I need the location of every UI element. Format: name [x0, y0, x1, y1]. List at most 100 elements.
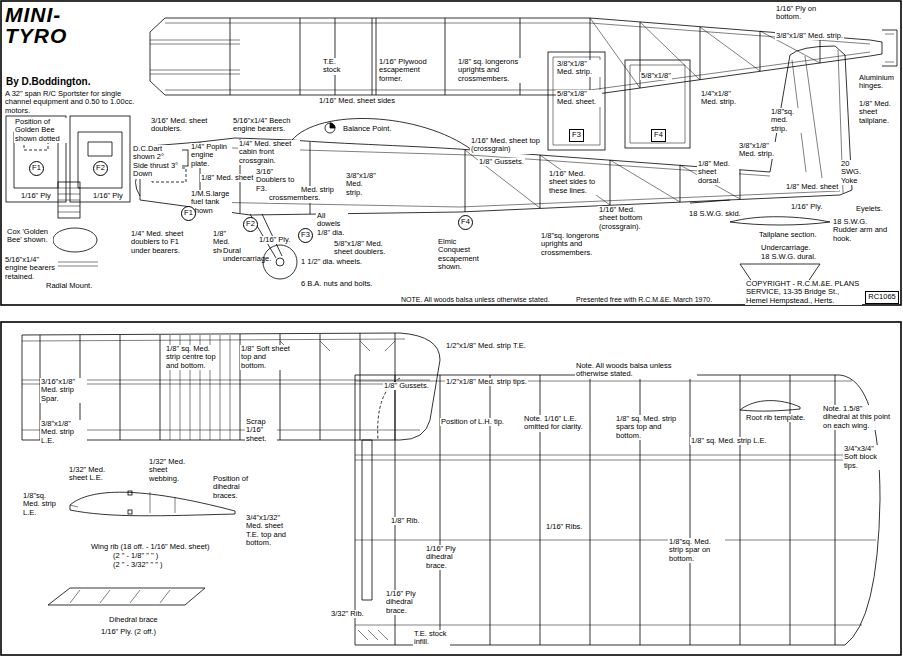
- part-label: 1/8"sq. med. strip.: [770, 108, 802, 133]
- part-label: 18 S.W.G. skid.: [688, 210, 742, 218]
- part-label: 1/8"sq. Med. strip spar on bottom.: [668, 538, 725, 563]
- part-label: 1/8" Med. sheet: [200, 174, 254, 182]
- part-label: 3/16"x1/8" Med. strip Spar.: [40, 378, 87, 403]
- radial-mount: [55, 262, 98, 266]
- former-callout: F1: [181, 206, 196, 221]
- part-label: Root rib template.: [745, 414, 806, 422]
- part-label: (2 " - 3/32" " " ): [112, 561, 163, 569]
- part-label: 1/32" Med. sheet L.E.: [68, 466, 115, 483]
- part-label: 5/16"x1/4" Beech engine bearers.: [232, 117, 296, 134]
- part-label: 1/4" Med. sheet cabin front crossgrain.: [238, 140, 300, 165]
- fuselage-top-view: [150, 40, 240, 74]
- part-label: 1/8" sq. longerons uprights and crossmem…: [457, 58, 521, 83]
- rib-section: [128, 510, 132, 514]
- former-drawings: [630, 65, 685, 143]
- radial-mount: [58, 188, 80, 212]
- part-label: 1/8"sq. longerons uprights and crossmemb…: [540, 232, 602, 257]
- tailplane-section: [730, 217, 830, 286]
- boxed-label: F3: [569, 129, 584, 142]
- part-label: 1/16" Ply. (2 off.): [100, 628, 157, 636]
- fuselage-side-view: [136, 46, 853, 279]
- dihedral-brace: [48, 588, 205, 605]
- part-label: 1/16" Ply on bottom.: [775, 5, 822, 22]
- fuselage-side-view: [292, 118, 472, 150]
- part-label: 5/8"x1/8": [640, 72, 672, 80]
- part-label: Undercarriage.: [760, 244, 812, 252]
- part-label: 1/8" Med. sheet dorsal.: [697, 160, 739, 185]
- part-label: Radial Mount.: [45, 282, 93, 290]
- former-callout: F2: [243, 217, 258, 232]
- wing-half-view: [40, 333, 395, 440]
- wing-plan-view: [355, 375, 880, 645]
- part-label: 1/16" Plywood escapement former.: [378, 58, 435, 83]
- former-drawings: [625, 60, 690, 148]
- part-label: 1/32" Med. sheet webbing.: [148, 458, 190, 483]
- former-insets: [6, 116, 130, 202]
- part-label: 3/32" Rib.: [330, 610, 365, 618]
- callout-text: F3: [301, 231, 310, 239]
- plan-title: MINI- TYRO: [5, 4, 83, 46]
- part-label: Cox 'Golden Bee' shown.: [6, 228, 53, 245]
- tailplane-section: [730, 217, 830, 225]
- part-label: (2 " - 1/8" " " ): [112, 552, 159, 560]
- part-label: 3/8"x1/8" Med. strip.: [556, 60, 602, 77]
- fuselage-top-view: [590, 18, 820, 88]
- part-label: 1/8" Med. sheet tailplane.: [858, 100, 898, 125]
- part-label: 1/8" Gussets.: [383, 382, 430, 390]
- callout-text: RC1065: [868, 293, 896, 301]
- fuselage-side-view: [465, 150, 740, 208]
- wing-half-view: [22, 339, 430, 430]
- part-label: COPYRIGHT - R.C.M.&E. PLANS SERVICE, 13-…: [745, 280, 862, 305]
- part-label: Position of Golden Bee shown dotted: [14, 118, 68, 143]
- part-label: 1/16" Med. sheet sides: [318, 97, 396, 105]
- part-label: 1/16" Ply.: [258, 236, 291, 244]
- part-label: Dural undercarriage.: [222, 247, 259, 264]
- part-label: 1/16" Ribs.: [545, 523, 583, 531]
- former-insets: [88, 142, 112, 156]
- part-label: 3/8"x1/8" Med. strip L.E.: [40, 420, 87, 445]
- part-label: 1/16" Ply dihedral brace.: [425, 545, 467, 570]
- wing-plan-view: [355, 375, 880, 645]
- part-label: 1/16" Med. sheet sides to these lines.: [548, 170, 600, 195]
- part-label: Note. All woods balsa unless otherwise s…: [575, 362, 697, 379]
- fuselage-side-view: [330, 123, 335, 128]
- boxed-label: RC1065: [865, 291, 899, 304]
- fuselage-side-view: [690, 200, 730, 203]
- callout-text: F2: [96, 164, 105, 172]
- part-label: 1/8" Gussets.: [478, 158, 525, 166]
- former-callout: F1: [29, 161, 44, 176]
- part-label: 1/8" Med. sheet: [785, 183, 839, 191]
- former-callout: F4: [458, 215, 473, 230]
- callout-text: F3: [572, 131, 581, 139]
- wing-plan-view: [355, 381, 877, 625]
- part-label: 3/8"x1/8" Med. strip.: [775, 32, 844, 40]
- fuselage-side-view: [263, 245, 297, 279]
- root-rib-template: [740, 401, 800, 412]
- part-label: 1/2"x1/8" Med. strip T.E.: [445, 342, 527, 350]
- part-label: Elmic Conquest escapement shown.: [437, 238, 489, 272]
- part-label: 5/8"x1/8" Med. sheet.: [556, 90, 602, 107]
- rib-section: [70, 492, 235, 516]
- boxed-label: F4: [651, 129, 666, 142]
- former-callout: F2: [93, 161, 108, 176]
- part-label: T.E. stock: [322, 58, 349, 75]
- fuselage-top-view: [885, 34, 894, 62]
- part-label: Eyelets.: [855, 205, 884, 213]
- part-label: Position of L.H. tip.: [440, 418, 505, 426]
- sheet-frame: [1, 322, 901, 655]
- fuselage-side-view: [540, 155, 740, 208]
- part-label: 1/4" Poplin engine plate.: [190, 143, 232, 168]
- part-label: 5/16"x1/4" engine bearers retained.: [4, 256, 58, 281]
- rib-section: [128, 491, 132, 495]
- part-label: Dihedral brace: [108, 616, 159, 624]
- rib-section: [70, 492, 175, 513]
- part-label: 1/16" Ply: [92, 192, 124, 200]
- fuselage-side-view: [276, 258, 284, 266]
- part-label: NOTE. All woods balsa unless otherwise s…: [400, 296, 551, 304]
- part-label: Presented free with R.C.M.&E. March 1970…: [575, 296, 713, 304]
- root-rib-template: [740, 401, 800, 412]
- part-label: By D.Boddington.: [5, 76, 91, 87]
- rib-section: [70, 491, 235, 516]
